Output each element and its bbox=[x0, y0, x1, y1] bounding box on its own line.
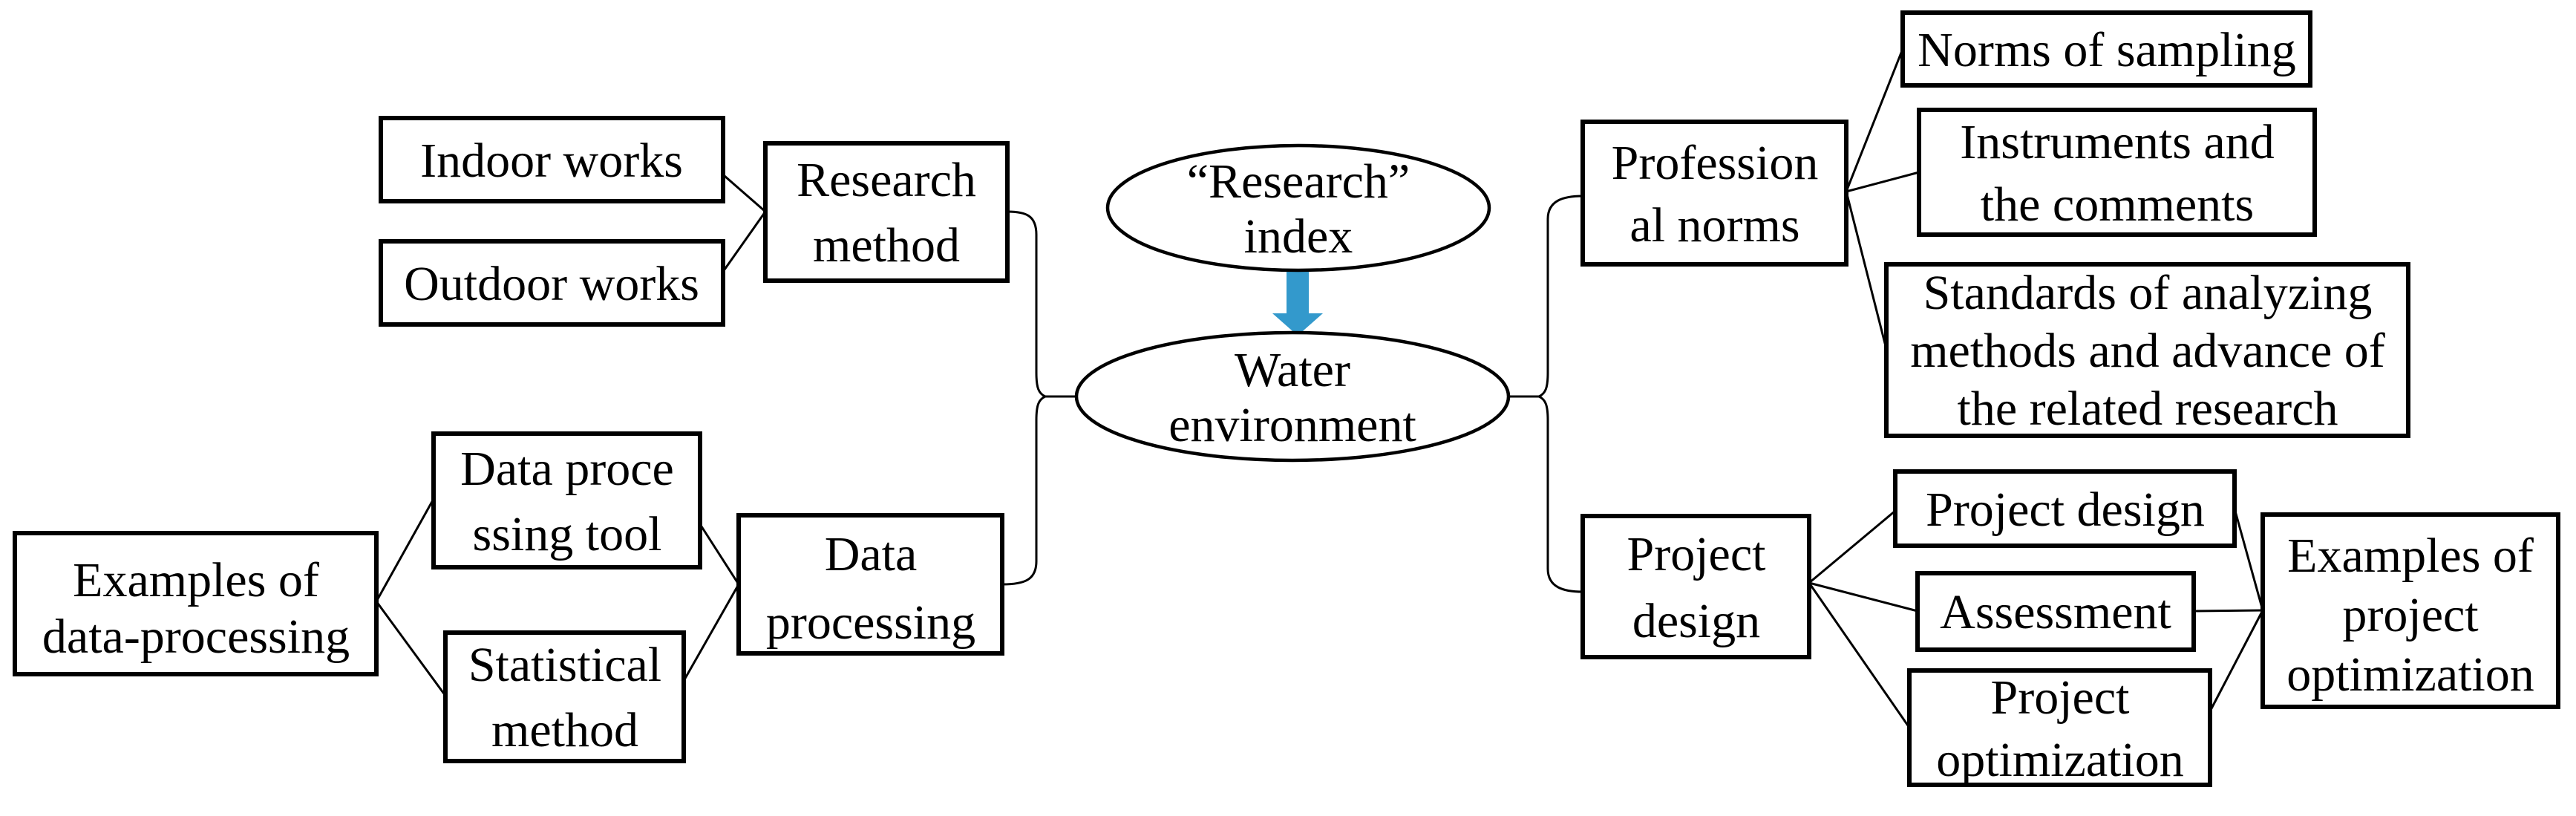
node-label-line: environment bbox=[1168, 398, 1416, 452]
node-research-index: “Research” index bbox=[1105, 143, 1491, 272]
statistical-method-box bbox=[443, 630, 686, 763]
data-processing-tool-box bbox=[431, 431, 702, 569]
node-label-line: Indoor works bbox=[420, 134, 683, 188]
node-label-line: methods and advance of bbox=[1910, 324, 2385, 378]
connector-line bbox=[2209, 610, 2264, 712]
node-outdoor-works: Outdoor works bbox=[379, 239, 725, 327]
node-label-line: Data proce bbox=[460, 442, 674, 496]
connector-line bbox=[2193, 609, 2263, 613]
node-water-environment: Water environment bbox=[1074, 330, 1511, 463]
connector-line bbox=[1808, 582, 1911, 728]
node-label-line: the comments bbox=[1981, 177, 2254, 232]
right-brace-connector bbox=[1508, 195, 1583, 593]
connector-line bbox=[1808, 581, 1918, 613]
connector-line bbox=[1845, 48, 1904, 192]
node-label-line: processing bbox=[766, 595, 975, 650]
node-project-design-hub: Project design bbox=[1580, 514, 1811, 659]
examples-data-processing-box bbox=[13, 531, 379, 676]
down-arrow-icon bbox=[1272, 272, 1323, 336]
node-label-line: Instruments and bbox=[1960, 115, 2274, 169]
node-label-line: Project design bbox=[1926, 483, 2205, 537]
connector-line bbox=[1845, 191, 1888, 350]
node-label-line: Project bbox=[1627, 527, 1766, 581]
node-label-line: Norms of sampling bbox=[1918, 23, 2296, 77]
node-project-optimization: Project optimization bbox=[1907, 668, 2212, 787]
examples-project-optimization-box bbox=[2260, 512, 2560, 709]
node-label-line: optimization bbox=[1936, 733, 2184, 787]
project-design-box bbox=[1893, 469, 2237, 548]
node-label-line: design bbox=[1632, 594, 1760, 648]
node-research-method: Research method bbox=[763, 141, 1010, 283]
node-professional-norms: Profession al norms bbox=[1580, 120, 1848, 267]
node-label-line: project bbox=[2342, 588, 2478, 642]
connector-lines-right bbox=[1808, 48, 2264, 728]
data-processing-box bbox=[736, 513, 1004, 656]
connector-line bbox=[2233, 508, 2264, 611]
node-label-line: Examples of bbox=[73, 553, 319, 607]
node-label-line: “Research” bbox=[1187, 154, 1410, 209]
outdoor-works-box bbox=[379, 239, 725, 327]
connector-line bbox=[1846, 171, 1920, 193]
standards-analyzing-box bbox=[1884, 262, 2410, 438]
research-index-ellipse bbox=[1105, 143, 1491, 272]
norms-of-sampling-box bbox=[1900, 10, 2312, 88]
node-data-processing-tool: Data proce ssing tool bbox=[431, 431, 702, 569]
node-label-line: Research bbox=[797, 153, 976, 207]
node-label-line: method bbox=[813, 218, 960, 272]
down-arrow-head bbox=[1272, 313, 1323, 336]
node-label-line: data-processing bbox=[42, 610, 350, 664]
node-label-line: al norms bbox=[1629, 198, 1799, 252]
connector-line bbox=[375, 498, 435, 602]
assessment-box bbox=[1915, 571, 2196, 652]
project-design-hub-box bbox=[1580, 514, 1811, 659]
connector-line bbox=[723, 211, 767, 270]
node-norms-of-sampling: Norms of sampling bbox=[1900, 10, 2312, 88]
down-arrow-shaft bbox=[1287, 272, 1309, 315]
node-label-line: Water bbox=[1235, 343, 1350, 397]
node-label-line: method bbox=[491, 703, 638, 757]
node-project-design: Project design bbox=[1893, 469, 2237, 548]
node-examples-data-processing: Examples of data-processing bbox=[13, 531, 379, 676]
node-indoor-works: Indoor works bbox=[379, 116, 725, 203]
node-label-line: Statistical bbox=[468, 638, 661, 692]
node-label-line: Standards of analyzing bbox=[1923, 266, 2373, 320]
right-brace bbox=[1536, 195, 1583, 593]
node-assessment: Assessment bbox=[1915, 571, 2196, 652]
connector-line bbox=[682, 584, 740, 682]
node-examples-project-optimization: Examples of project optimization bbox=[2260, 512, 2560, 709]
node-label-line: Profession bbox=[1612, 136, 1819, 190]
node-label-line: optimization bbox=[2286, 647, 2534, 702]
professional-norms-box bbox=[1580, 120, 1848, 267]
water-environment-ellipse bbox=[1074, 330, 1511, 463]
left-brace-connector bbox=[1001, 210, 1076, 586]
connector-line bbox=[724, 174, 766, 213]
indoor-works-box bbox=[379, 116, 725, 203]
node-label-line: ssing tool bbox=[473, 507, 662, 561]
instruments-comments-box bbox=[1917, 108, 2317, 237]
node-label-line: Outdoor works bbox=[404, 257, 699, 311]
node-label-line: Examples of bbox=[2287, 529, 2534, 583]
connector-line bbox=[375, 601, 447, 696]
connector-line bbox=[699, 523, 740, 585]
node-label-line: Data bbox=[825, 527, 918, 581]
node-statistical-method: Statistical method bbox=[443, 630, 686, 763]
node-label-line: index bbox=[1244, 209, 1353, 264]
node-label-line: Project bbox=[1991, 670, 2130, 725]
connector-line bbox=[1808, 509, 1896, 584]
node-label-line: Assessment bbox=[1940, 585, 2171, 639]
node-data-processing: Data processing bbox=[736, 513, 1004, 656]
node-instruments-comments: Instruments and the comments bbox=[1917, 108, 2317, 237]
node-label-line: the related research bbox=[1958, 382, 2338, 436]
project-optimization-box bbox=[1907, 668, 2212, 787]
research-method-box bbox=[763, 141, 1010, 283]
connector-lines-left bbox=[375, 174, 767, 696]
node-standards-analyzing: Standards of analyzing methods and advan… bbox=[1884, 262, 2410, 438]
